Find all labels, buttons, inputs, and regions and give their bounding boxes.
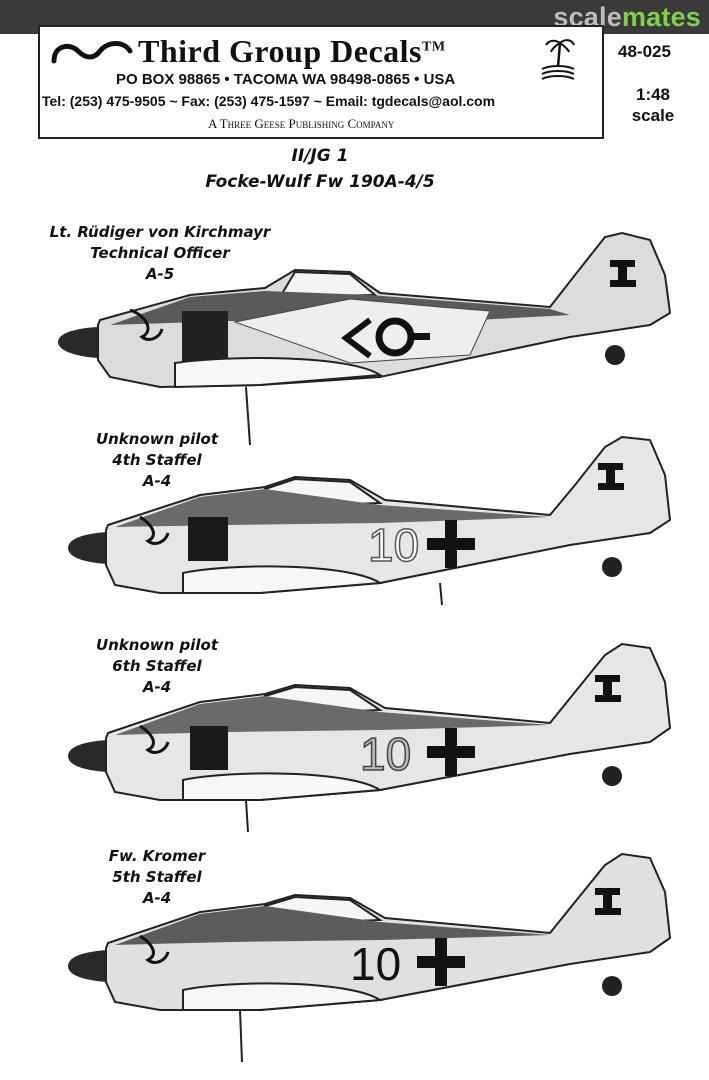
profile-4-caption: Fw. Kromer 5th Staffel A-4 [72, 846, 242, 909]
wing-root [174, 357, 383, 389]
profile-3-caption: Unknown pilot 6th Staffel A-4 [72, 635, 242, 698]
profile-2-caption: Unknown pilot 4th Staffel A-4 [72, 429, 242, 492]
profile-4-role: 5th Staffel [112, 868, 202, 886]
profile-1-caption: Lt. Rüdiger von Kirchmayr Technical Offi… [30, 222, 290, 285]
fuselage-number: 10 [350, 938, 401, 990]
profile-1-aircraft [58, 231, 672, 445]
profile-2-role: 4th Staffel [112, 451, 202, 469]
profile-2-variant: A-4 [142, 472, 172, 490]
wing-root [182, 565, 383, 594]
antenna-mast [439, 582, 443, 606]
tail-swastika-icon [595, 888, 621, 915]
contact-line: Tel: (253) 475-9505 ~ Fax: (253) 475-159… [42, 93, 496, 109]
aircraft-title: Focke-Wulf Fw 190A-4/5 [205, 172, 435, 192]
profile-2-pilot: Unknown pilot [95, 430, 219, 448]
antenna-mast [239, 1009, 243, 1063]
antenna-mast [245, 799, 249, 833]
spinner-icon [68, 740, 108, 772]
white-patch [233, 298, 491, 364]
spinner-icon [58, 327, 100, 358]
upper-camouflage [115, 906, 550, 945]
decal-header: Third Group DecalsTM PO BOX 98865 • TACO… [38, 25, 604, 139]
profile-1-role: Technical Officer [90, 244, 230, 262]
balkenkreuz-icon [427, 520, 475, 568]
tail-wheel [602, 766, 622, 786]
profile-1-pilot: Lt. Rüdiger von Kirchmayr [49, 223, 271, 241]
upper-camouflage [115, 696, 550, 735]
tail-wheel [602, 976, 622, 996]
company-title: Third Group DecalsTM [138, 33, 446, 69]
postal-address: PO BOX 98865 • TACOMA WA 98498-0865 • US… [116, 71, 456, 88]
publisher-line: A Three Geese Publishing Company [208, 116, 395, 131]
profile-4-aircraft: 10 [68, 852, 672, 1063]
tatzelwurm-emblem-icon [139, 724, 170, 754]
spinner-icon [68, 950, 108, 982]
wing-root [182, 982, 383, 1011]
fuselage-number: 10 [368, 519, 419, 571]
profile-4-variant: A-4 [142, 889, 172, 907]
profile-2-aircraft: 10 [68, 435, 672, 606]
tail-swastika-icon [595, 675, 621, 702]
balkenkreuz-icon [427, 728, 475, 776]
bar-marking [412, 333, 430, 340]
antenna-mast [245, 386, 251, 445]
ring-marking [375, 317, 415, 357]
tatzelwurm-emblem-icon [139, 934, 170, 964]
product-code: 48-025 [618, 42, 671, 61]
profile-3-role: 6th Staffel [112, 657, 202, 675]
wing-root [182, 772, 383, 801]
fuselage-band [188, 517, 228, 561]
tail-wheel [605, 345, 625, 365]
wave-logo-icon [51, 41, 133, 64]
profile-4-pilot: Fw. Kromer [108, 847, 206, 865]
unit-title: II/JG 1 [291, 146, 349, 166]
tail-swastika-icon [610, 260, 636, 287]
palm-island-icon [541, 39, 575, 80]
profile-3-variant: A-4 [142, 678, 172, 696]
profile-3-aircraft: 10 [68, 642, 672, 833]
chevron-marking [341, 317, 372, 359]
fuselage-band [190, 726, 228, 770]
canopy [278, 270, 378, 299]
spinner-icon [68, 532, 108, 564]
site-logo[interactable]: scalemates [553, 2, 701, 32]
tail-swastika-icon [598, 463, 624, 490]
tatzelwurm-emblem-icon [139, 515, 170, 545]
fuselage-number: 10 [360, 728, 411, 780]
profile-3-pilot: Unknown pilot [95, 636, 219, 654]
tatzelwurm-emblem-icon [129, 308, 164, 341]
balkenkreuz-icon [417, 938, 465, 986]
profile-1-variant: A-5 [145, 265, 175, 283]
tail-wheel [602, 557, 622, 577]
